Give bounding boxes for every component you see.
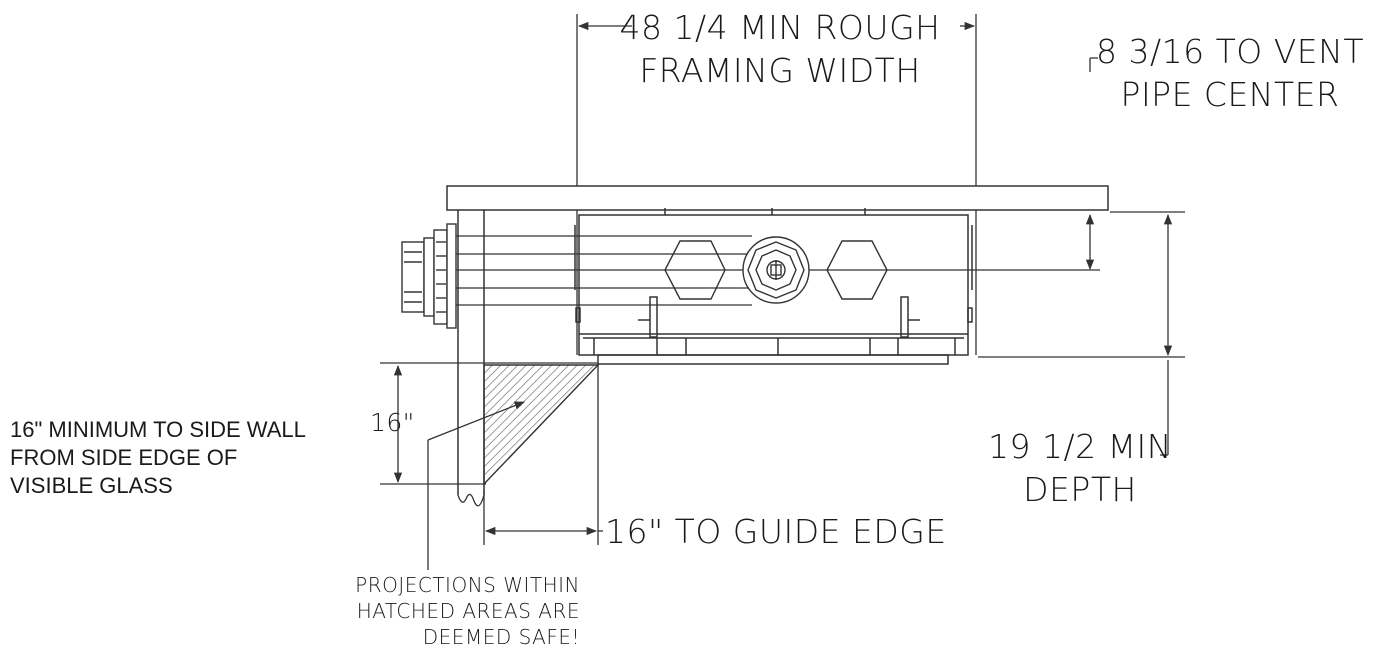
depth-dimension [978,213,1185,456]
framing-width-label: 48 1/4 MIN ROUGH FRAMING WIDTH [585,6,975,92]
min-depth-line-2: DEPTH [1023,470,1137,509]
vent-center-label: 8 3/16 TO VENT PIPE CENTER [1095,30,1365,116]
projections-note: PROJECTIONS WITHIN HATCHED AREAS ARE DEE… [290,572,580,650]
fireplace-body [574,208,973,365]
vent-collar [742,236,810,304]
projections-line-1: PROJECTIONS WITHIN [355,573,580,597]
framing-width-dimension [576,14,977,355]
side-wall-line-2: FROM SIDE EDGE OF [10,445,238,470]
side-wall-dimension [380,362,598,485]
wall-break [457,493,485,507]
hexagon-knockout-left [664,240,726,300]
min-depth-label: 19 1/2 MIN DEPTH [980,425,1180,511]
min-depth-line-1: 19 1/2 MIN [988,427,1172,466]
framing-width-line-1: 48 1/4 MIN ROUGH [619,8,941,47]
guide-edge-label: 16" TO GUIDE EDGE [605,512,947,551]
side-wall-label: 16" MINIMUM TO SIDE WALL FROM SIDE EDGE … [10,416,306,500]
projections-line-2: HATCHED AREAS ARE [356,599,580,623]
guide-edge-dimension [483,365,603,545]
side-wall-line-3: VISIBLE GLASS [10,473,173,498]
hexagon-knockout-right [826,240,888,300]
vent-termination [401,223,457,329]
vent-center-dimension [1085,57,1185,271]
side-wall-line-1: 16" MINIMUM TO SIDE WALL [10,417,306,442]
vent-pipe-lines [456,235,1100,306]
projections-line-3: DEEMED SAFE! [422,625,580,649]
framing-width-line-2: FRAMING WIDTH [639,51,921,90]
hatched-safe-area [483,364,600,486]
vent-center-line-2: PIPE CENTER [1120,75,1340,114]
projection-leader [427,401,525,570]
side-dimension-value: 16" [370,408,415,437]
vent-center-line-1: 8 3/16 TO VENT [1096,32,1364,71]
